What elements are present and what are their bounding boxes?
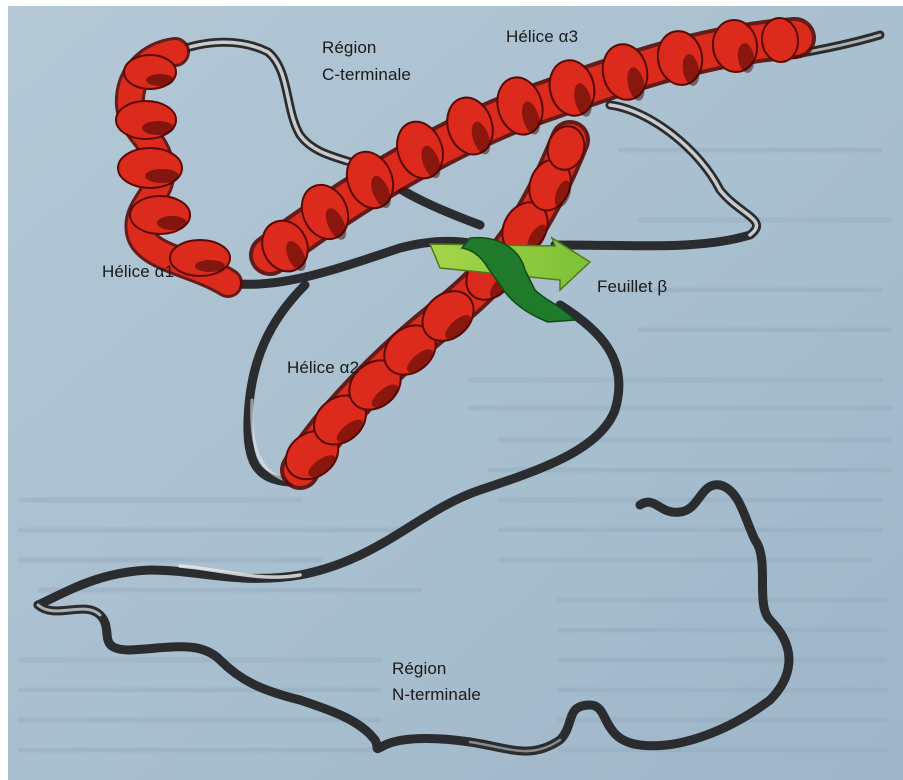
- label-c-terminal-line2: C-terminale: [322, 64, 411, 86]
- label-n-terminal-line1: Région: [392, 658, 446, 680]
- label-beta-sheet: Feuillet β: [597, 276, 667, 298]
- label-c-terminal-line1: Région: [322, 37, 376, 59]
- label-helix-alpha3: Hélice α3: [506, 26, 578, 48]
- label-n-terminal-line2: N-terminale: [392, 684, 481, 706]
- label-helix-alpha2: Hélice α2: [287, 357, 359, 379]
- label-helix-alpha1: Hélice α1: [102, 261, 174, 283]
